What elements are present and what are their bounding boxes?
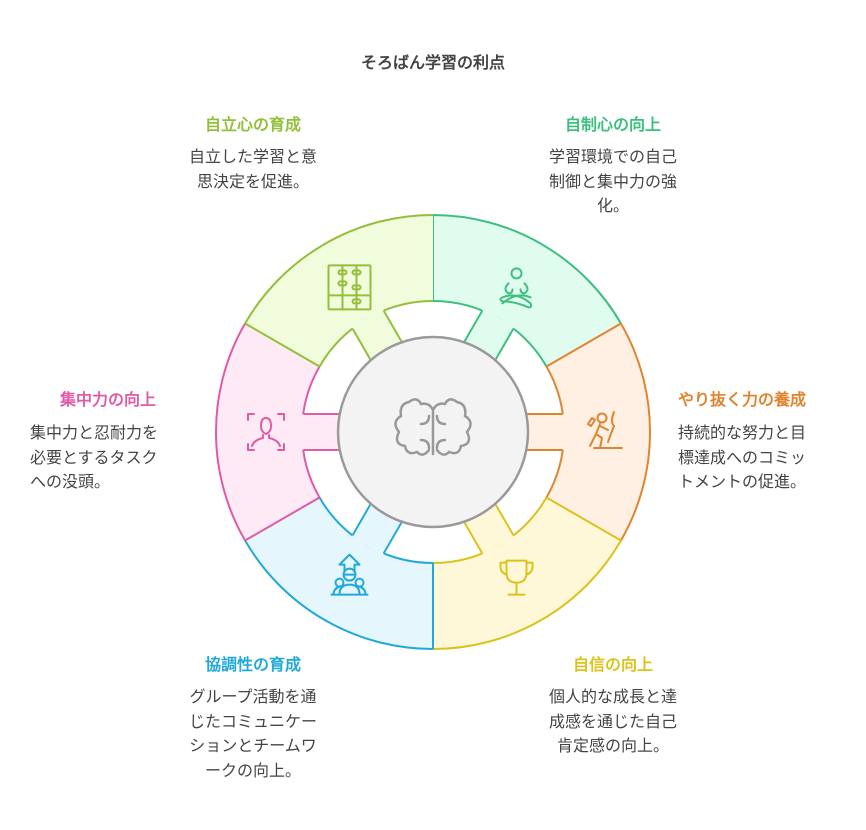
abacus-icon (327, 264, 372, 311)
segment-outer-arc (432, 539, 622, 650)
desc-line: ークの向上。 (204, 760, 302, 780)
segment-divider (545, 322, 622, 368)
self-control-desc: 学習環境での自己 制御と集中力の強 化。 (549, 145, 677, 219)
desc-line: 標達成へのコミッ (678, 447, 807, 467)
cooperation-desc: グループ活動を通 じたコミュニケー ションとチームワ ークの向上。 (189, 685, 317, 783)
climber-icon (587, 411, 623, 449)
trophy-icon (499, 559, 534, 596)
segment-outer-arc (215, 323, 246, 541)
concentration-title: 集中力の向上 (59, 390, 157, 409)
focus-person-icon (247, 413, 285, 451)
desc-line: 個人的な成長と達 (548, 687, 678, 706)
segment-concentration (215, 323, 353, 542)
brain-icon (394, 398, 472, 456)
desc-line: じたコミュニケー (188, 711, 318, 731)
independence-desc: 自立した学習と意 思決定を促進。 (189, 145, 317, 194)
segment-outer-arc (244, 214, 434, 325)
desc-line: 成感を通じた自己 (548, 711, 678, 731)
segment-independence (244, 214, 434, 373)
segment-outer-arc (432, 214, 622, 325)
desc-line: 制御と集中力の強 (548, 171, 678, 191)
segment-outer-arc (244, 539, 434, 650)
diagram-title: そろばん学習の利点 (360, 53, 506, 72)
segment-fill (245, 215, 433, 367)
segment-divider (545, 496, 622, 542)
segment-fill (546, 323, 650, 541)
desc-line: 持続的な努力と目 (678, 423, 807, 442)
desc-line: 自立した学習と意 (188, 147, 318, 166)
concentration-desc: 集中力と忍耐力を 必要とするタスク への没頭。 (30, 421, 158, 495)
confidence-desc: 個人的な成長と達 成感を通じた自己 肯定感の向上。 (549, 685, 677, 759)
segment-perseverance (513, 322, 651, 541)
perseverance-title: やり抜く力の養成 (678, 390, 807, 409)
self-control-title: 自制心の向上 (564, 115, 662, 134)
perseverance-desc: 持続的な努力と目 標達成へのコミッ トメントの促進。 (678, 421, 806, 495)
desc-line: ションとチームワ (189, 736, 317, 755)
segment-outer-arc (620, 323, 651, 541)
desc-line: への没頭。 (30, 472, 111, 491)
desc-line: 学習環境での自己 (548, 147, 678, 166)
desc-line: トメントの促進。 (678, 472, 807, 491)
segment-divider (244, 496, 321, 542)
independence-title: 自立心の育成 (204, 115, 302, 134)
team-growth-icon (330, 553, 369, 596)
desc-line: 必要とするタスク (30, 447, 158, 467)
desc-line: グループ活動を通 (189, 687, 317, 706)
segment-divider (244, 322, 321, 368)
segment-fill (245, 497, 433, 649)
desc-line: 集中力と忍耐力を (30, 423, 159, 442)
desc-line: 思決定を促進。 (196, 171, 310, 191)
desc-line: 肯定感の向上。 (556, 736, 670, 755)
cooperation-title: 協調性の育成 (204, 655, 302, 674)
confidence-title: 自信の向上 (572, 655, 654, 674)
desc-line: 化。 (596, 196, 630, 215)
meditation-icon (499, 267, 533, 309)
